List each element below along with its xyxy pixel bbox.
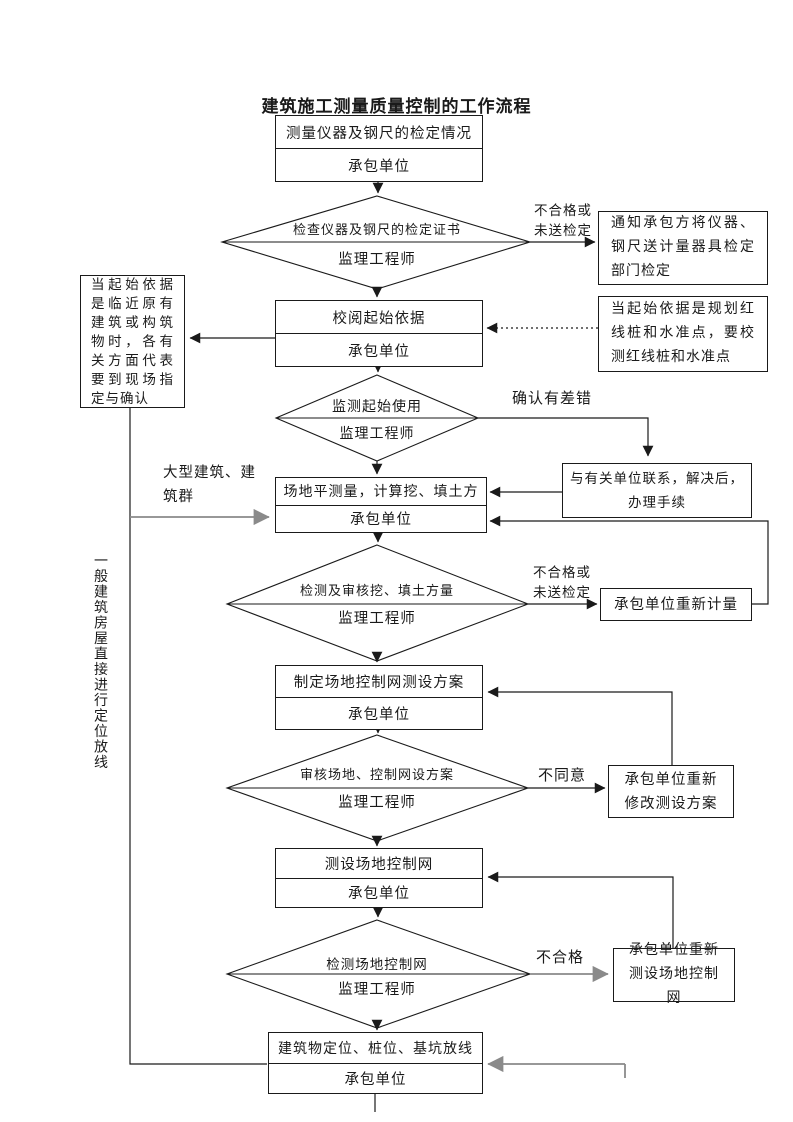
node-building-layout-actor: 承包单位 <box>344 1071 407 1088</box>
node-left-note-text: 当起始依据是临近原有建筑或构筑物时，各有关方面代表要到现场指定与确认 <box>91 277 174 406</box>
node-make-control-network-plan: 制定场地控制网测设方案 承包单位 <box>275 665 483 730</box>
node-building-layout-title: 建筑物定位、桩位、基坑放线 <box>269 1033 482 1064</box>
decision-review-plan-actor: 监理工程师 <box>338 795 416 811</box>
node-make-control-network-plan-actor: 承包单位 <box>348 707 410 723</box>
node-right-note-text: 当起始依据是规划红线桩和水准点，要校测红线桩和水准点 <box>611 302 755 365</box>
node-check-start-basis: 校阅起始依据 承包单位 <box>275 300 483 367</box>
label-fail-or-unsent-2: 不合格或 未送检定 <box>533 565 591 600</box>
decision-monitor-start-title: 监测起始使用 <box>332 400 422 415</box>
arrow-d2-to-contact <box>478 417 654 457</box>
node-contractor-reset-network-text: 承包单位重新测设场地控制网 <box>629 943 719 1006</box>
node-site-level-survey-actor: 承包单位 <box>350 512 412 529</box>
node-notify-contractor: 通知承包方将仪器、钢尺送计量器具检定部门检定 <box>598 211 768 285</box>
node-site-level-survey: 场地平测量，计算挖、填土方 承包单位 <box>275 477 487 533</box>
node-notify-contractor-text: 通知承包方将仪器、钢尺送计量器具检定部门检定 <box>611 216 755 279</box>
node-contractor-revise-plan-text: 承包单位重新修改测设方案 <box>624 771 718 812</box>
arrow-remeasure-feedback-to-survey <box>489 515 769 605</box>
decision-monitor-start-actor: 监理工程师 <box>339 427 415 442</box>
node-left-note-adjacent-buildings: 当起始依据是临近原有建筑或构筑物时，各有关方面代表要到现场指定与确认 <box>80 275 185 408</box>
label-general-buildings-vertical: 一般建筑房屋直接进行定位放线 <box>92 553 107 770</box>
node-instrument-verification-actor: 承包单位 <box>348 158 410 175</box>
decision-check-certificates-actor: 监理工程师 <box>338 252 416 268</box>
decision-check-earthwork-title: 检测及审核挖、填土方量 <box>299 583 454 598</box>
node-check-start-basis-actor: 承包单位 <box>348 343 410 360</box>
node-contractor-remeasure-text: 承包单位重新计量 <box>614 596 738 613</box>
label-large-buildings: 大型建筑、建筑群 <box>163 465 256 505</box>
node-check-start-basis-title: 校阅起始依据 <box>276 301 482 334</box>
page-title: 建筑施工测量质量控制的工作流程 <box>261 97 532 116</box>
node-contact-units: 与有关单位联系，解决后，办理手续 <box>562 463 752 518</box>
node-contractor-remeasure: 承包单位重新计量 <box>600 588 752 621</box>
label-fail-or-unsent-1: 不合格或 未送检定 <box>534 203 592 238</box>
label-disagree: 不同意 <box>538 768 587 784</box>
label-confirm-error: 确认有差错 <box>512 391 593 407</box>
node-instrument-verification: 测量仪器及钢尺的检定情况 承包单位 <box>275 115 483 182</box>
node-contractor-reset-network: 承包单位重新测设场地控制网 <box>613 943 735 1006</box>
node-contact-units-text: 与有关单位联系，解决后，办理手续 <box>570 470 744 510</box>
node-site-level-survey-title: 场地平测量，计算挖、填土方 <box>276 478 486 506</box>
node-make-control-network-plan-title: 制定场地控制网测设方案 <box>276 666 482 698</box>
arrow-renetwork-feedback-to-network <box>487 871 674 948</box>
node-building-layout: 建筑物定位、桩位、基坑放线 承包单位 <box>268 1032 483 1094</box>
decision-review-plan-title: 审核场地、控制网设方案 <box>299 767 454 782</box>
arrow-revise-feedback-to-plan <box>487 686 673 765</box>
node-set-control-network: 测设场地控制网 承包单位 <box>275 848 483 908</box>
decision-check-earthwork-actor: 监理工程师 <box>338 611 416 627</box>
decision-check-network-title: 检测场地控制网 <box>326 957 428 972</box>
node-set-control-network-actor: 承包单位 <box>348 886 410 903</box>
node-right-note-red-line-stakes: 当起始依据是规划红线桩和水准点，要校测红线桩和水准点 <box>598 296 768 372</box>
line-left-bypass <box>129 408 267 1065</box>
decision-check-earthwork-shape <box>225 544 530 662</box>
node-set-control-network-title: 测设场地控制网 <box>276 849 482 879</box>
node-contractor-revise-plan: 承包单位重新修改测设方案 <box>608 765 734 818</box>
decision-check-network-actor: 监理工程师 <box>338 982 416 998</box>
decision-check-certificates-title: 检查仪器及钢尺的检定证书 <box>292 222 461 237</box>
node-instrument-verification-title: 测量仪器及钢尺的检定情况 <box>276 116 482 149</box>
label-fail: 不合格 <box>536 950 585 966</box>
